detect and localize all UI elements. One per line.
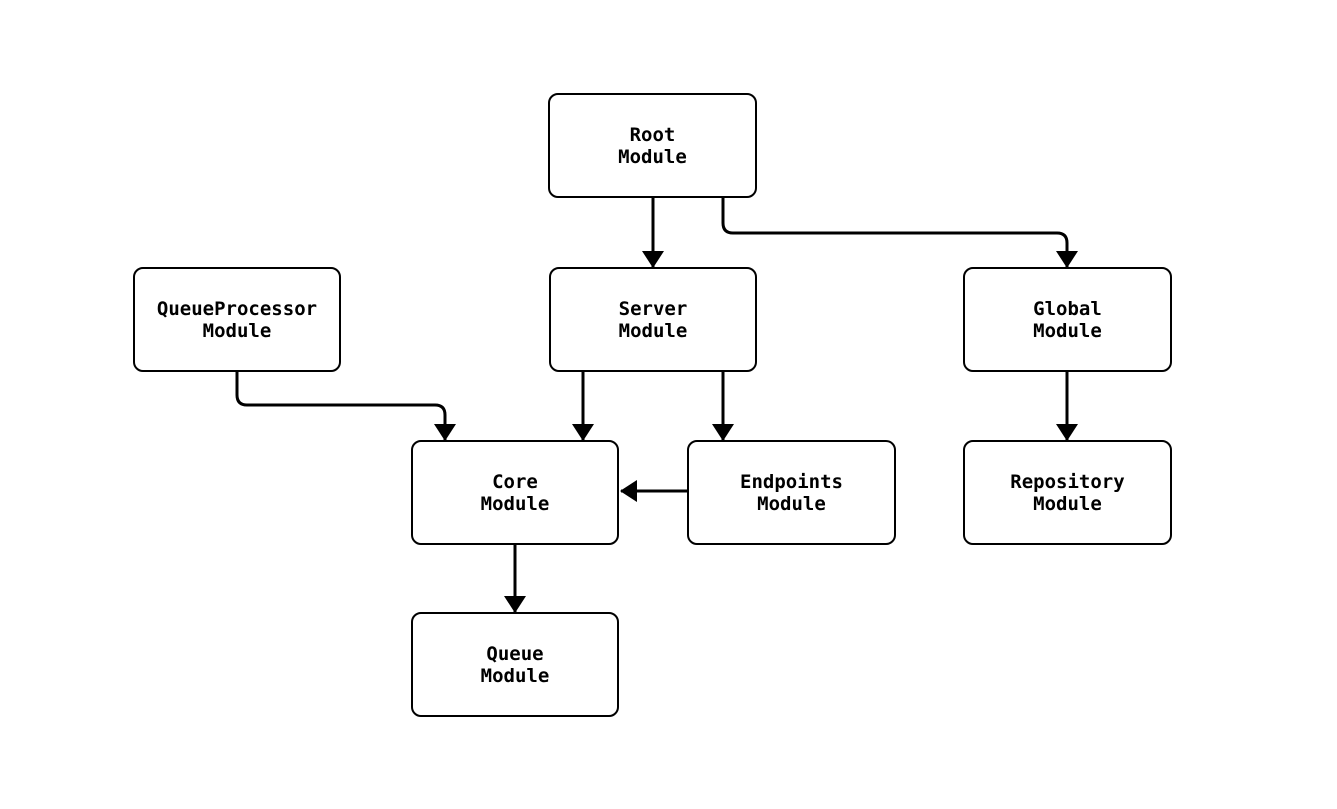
edge-queueprocessor-to-core <box>235 372 456 441</box>
node-core-module: Core Module <box>411 440 619 545</box>
node-label-endpoints-module: Endpoints Module <box>740 470 843 515</box>
node-label-queue-module: Queue Module <box>480 642 550 687</box>
node-endpoints-module: Endpoints Module <box>687 440 896 545</box>
node-label-core-module: Core Module <box>480 470 550 515</box>
node-server-module: Server Module <box>549 267 757 372</box>
node-root-module: Root Module <box>548 93 757 198</box>
node-label-server-module: Server Module <box>618 297 688 342</box>
node-repository-module: Repository Module <box>963 440 1172 545</box>
node-queueprocessor-module: QueueProcessor Module <box>133 267 341 372</box>
edge-root-to-global <box>721 198 1078 268</box>
node-global-module: Global Module <box>963 267 1172 372</box>
node-label-root-module: Root Module <box>618 123 687 168</box>
node-label-queueprocessor-module: QueueProcessor Module <box>156 297 318 342</box>
node-label-global-module: Global Module <box>1033 297 1102 342</box>
node-label-repository-module: Repository Module <box>1010 470 1125 515</box>
node-queue-module: Queue Module <box>411 612 619 717</box>
